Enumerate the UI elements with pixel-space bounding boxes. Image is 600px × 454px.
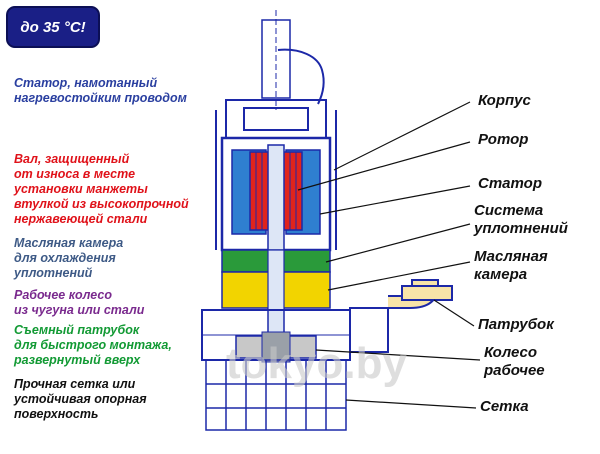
note-oil-chamber: Масляная камера для охлаждения уплотнени… [14, 236, 124, 280]
leader-lines [297, 101, 481, 409]
note-shaft: Вал, защищенный от износа в месте устано… [14, 152, 189, 226]
watermark: tokyo.by [226, 339, 407, 388]
label-seal-system: Система уплотнений [474, 202, 568, 237]
label-branch-pipe: Патрубок [478, 316, 554, 333]
label-stator: Статор [478, 175, 542, 192]
power-cable [277, 48, 325, 105]
intake-screen [205, 359, 347, 431]
outlet-pipe [349, 279, 453, 353]
label-housing: Корпус [478, 92, 531, 109]
label-rotor: Ротор [478, 131, 529, 148]
label-impeller-wheel: Колесо рабочее [484, 344, 545, 379]
note-stator-winding: Статор, намотанный нагревостойким провод… [14, 76, 187, 105]
temperature-badge: до 35 °С! [6, 6, 100, 48]
shaft [267, 144, 285, 342]
note-impeller: Рабочее колесо из чугуна или стали [14, 288, 145, 317]
note-grid: Прочная сетка или устойчивая опорная пов… [14, 377, 147, 421]
label-screen: Сетка [480, 398, 529, 415]
label-oil-chamber: Масляная камера [474, 248, 548, 283]
note-outlet: Съемный патрубок для быстрого монтажа, р… [14, 323, 172, 367]
volute-casing [201, 309, 351, 361]
